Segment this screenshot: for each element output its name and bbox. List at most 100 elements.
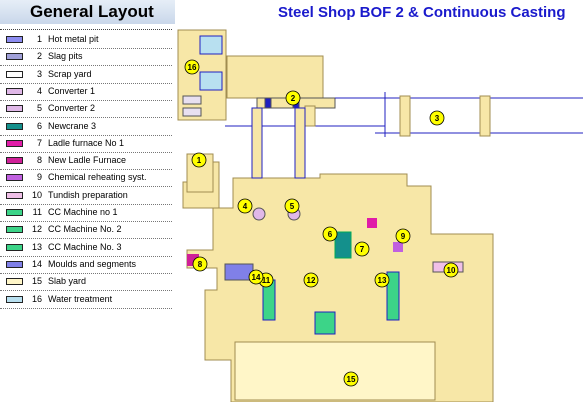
legend-number: 12 [31,224,42,235]
legend-divider [0,307,172,309]
marker-9: 9 [395,228,411,244]
marker-label: 16 [188,63,197,72]
water-treatment-boxes [182,95,202,117]
marker-2: 2 [285,90,301,106]
legend-divider [0,203,172,205]
legend-swatch [6,226,23,234]
marker-label: 3 [435,114,440,123]
legend-label: Chemical reheating syst. [48,172,147,183]
legend-number: 13 [31,241,42,252]
legend-item-4: 4 Converter 1 [0,84,175,101]
legend-number: 10 [31,189,42,200]
legend-label: Ladle furnace No 1 [48,137,125,148]
legend-number: 3 [36,68,42,79]
legend-divider [0,29,172,30]
marker-12: 12 [303,272,319,288]
marker-label: 11 [262,276,271,285]
legend-number: 4 [36,85,42,96]
marker-label: 5 [290,202,295,211]
marker-16: 16 [184,59,200,75]
marker-label: 9 [401,232,406,241]
marker-label: 13 [378,276,387,285]
water-treatment-tanks [199,35,223,91]
legend-label: Scrap yard [48,68,92,79]
marker-3: 3 [429,110,445,126]
legend-swatch [6,139,23,147]
legend-swatch [6,36,23,43]
legend-swatch [6,70,23,78]
marker-14: 14 [248,269,264,285]
legend-swatch [6,122,23,130]
legend-item-7: 7 Ladle furnace No 1 [0,136,175,153]
legend-item-9: 9 Chemical reheating syst. [0,170,175,188]
legend-label: Slag pits [48,51,83,62]
marker-label: 7 [360,245,365,254]
legend-swatch [6,87,23,95]
marker-label: 1 [197,156,202,165]
legend-divider [0,65,172,67]
legend-number: 6 [36,120,42,131]
legend-label: Tundish preparation [48,189,128,200]
legend-swatch [6,209,23,216]
marker-label: 8 [198,260,203,269]
legend-divider [0,48,172,49]
legend-divider [0,238,172,240]
legend-label: CC Machine no 1 [48,207,118,217]
converter-columns [251,107,306,179]
legend-number: 11 [32,207,42,217]
marker-label: 4 [243,202,248,211]
legend-swatch [6,278,23,286]
legend-number: 14 [31,258,42,269]
legend-number: 5 [36,103,42,114]
newcrane-3 [334,231,352,259]
legend-item-11: 11 CC Machine no 1 [0,205,175,222]
legend-item-14: 14 Moulds and segments [0,257,175,274]
water-treatment-building [177,29,227,121]
legend-swatch [6,157,23,165]
legend-swatch [6,295,23,303]
legend-swatch [6,105,23,113]
legend-label: New Ladle Furnace [48,155,127,166]
legend-divider [0,82,172,84]
legend-divider [0,169,172,171]
legend-title: General Layout [0,0,175,24]
legend-label: Water treatment [48,293,113,304]
plan-title: Steel Shop BOF 2 & Continuous Casting [278,4,566,21]
legend-number: 9 [36,172,42,183]
marker-13: 13 [374,272,390,288]
legend-swatch [6,191,23,199]
legend-divider [0,255,172,257]
marker-5: 5 [284,198,300,214]
legend-label: Moulds and segments [48,258,137,269]
legend-item-15: 15 Slab yard [0,274,175,292]
marker-label: 6 [328,230,333,239]
marker-4: 4 [237,198,253,214]
legend-swatch [6,260,23,268]
marker-8: 8 [192,256,208,272]
marker-label: 14 [252,273,261,282]
legend-swatch [6,243,23,251]
marker-10: 10 [443,262,459,278]
legend-number: 15 [31,276,42,287]
marker-label: 10 [447,266,456,275]
marker-label: 12 [307,276,316,285]
legend-number: 7 [36,137,42,148]
legend-item-3: 3 Scrap yard [0,67,175,84]
marker-15: 15 [343,371,359,387]
chemical-reheating [393,242,403,252]
legend-label: Slab yard [48,276,87,287]
legend-divider [0,290,172,292]
marker-6: 6 [322,226,338,242]
legend-label: Converter 1 [48,85,96,96]
